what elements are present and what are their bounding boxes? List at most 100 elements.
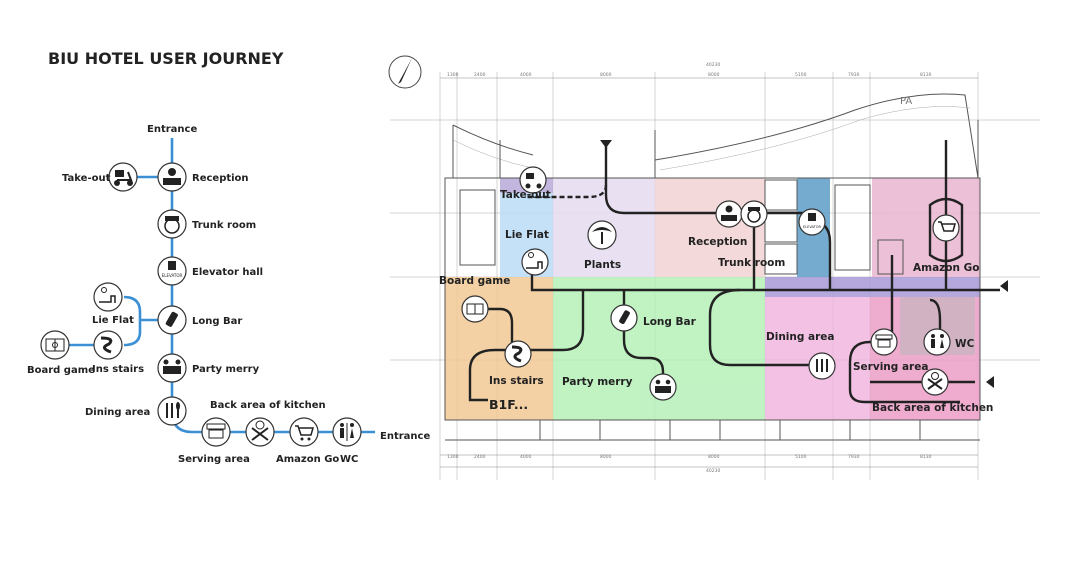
cutlery-icon [816,359,828,372]
dim-label: 7930 [848,72,860,78]
journey-node-trunk-room: Trunk room [157,209,256,239]
shopping-cart-icon [938,221,956,232]
north-arrow-icon [388,55,422,89]
dimension-labels: 1300 2400 4000 8000 8000 5100 7930 8130 … [447,62,932,474]
dim-label: 2400 [474,454,486,460]
dim-label: 8130 [920,454,932,460]
floor-plan: 1300 2400 4000 8000 8000 5100 7930 8130 … [388,55,1040,480]
plan-label-long-bar: Long Bar [643,316,697,328]
plan-icon-take-out [519,166,547,194]
dim-label: 2400 [474,72,486,78]
journey-node-serving-area: Serving area [178,417,250,465]
journey-label-trunk-room: Trunk room [192,220,256,231]
plan-icon-amazon-go [932,214,960,242]
plan-label-serving-area: Serving area [853,361,928,373]
people-at-table-icon [163,359,181,374]
journey-node-elevator-hall: ELEVATOR Elevator hall [157,256,263,286]
plan-label-wc: WC [955,338,975,350]
plan-icon-kitchen [921,368,949,396]
shop-stall-icon [206,423,226,439]
plan-label-reception: Reception [688,236,747,248]
plan-icon-board-game [461,295,489,323]
spiral-stairs-icon [511,345,523,363]
elevator-icon-text: ELEVATOR [803,225,822,229]
porter-icon [164,216,180,234]
journey-label-back-kitchen: Back area of kitchen [210,400,326,411]
lounging-person-icon [99,287,116,303]
cocktail-shaker-icon [165,311,178,327]
plan-label-lie-flat: Lie Flat [505,229,549,241]
plan-icon-trunk-room [740,200,768,228]
journey-node-long-bar: Long Bar [157,305,242,335]
route-entrance-to-elevator [604,140,812,215]
journey-node-wc: WC [332,417,362,465]
dim-label: 8000 [600,72,612,78]
plan-icon-party-merry [649,373,677,401]
scooter-icon [525,173,542,189]
spiral-stairs-icon [100,336,113,354]
entrance-arrow-east-icon [1000,280,1008,292]
elevator-icon: ELEVATOR [162,261,183,278]
restroom-icon [931,334,944,348]
journey-node-board-game: Board game [27,330,95,376]
zone-board-game [445,277,553,420]
journey-node-dining-area: Dining area [85,396,187,426]
plan-label-dining-area: Dining area [766,331,835,343]
plan-label-party-merry: Party merry [562,376,633,388]
route-take-out [525,184,608,199]
pa-label: PA [900,96,912,107]
journey-node-amazon-go: Amazon Go [276,417,339,465]
journey-label-amazon-go: Amazon Go [276,454,339,465]
journey-label-wc: WC [340,454,358,465]
journey-node-take-out: Take-out [62,162,138,192]
plan-icon-elevator: ELEVATOR [798,208,826,236]
dim-label: 4000 [520,72,532,78]
page-title: BIU HOTEL USER JOURNEY [48,49,284,68]
zone-reception [655,178,765,277]
plan-icon-lie-flat [521,248,549,276]
journey-map: Entrance Take-out Reception Trunk room E… [27,124,430,465]
plan-icon-long-bar [610,304,638,332]
dim-label: 5100 [795,454,807,460]
plan-label-b1f: B1F... [489,397,528,412]
plan-icon-dining [808,352,836,380]
plan-label-board-game: Board game [439,275,510,287]
people-at-table-icon [655,379,671,393]
shopping-cart-icon [295,425,314,441]
route-bar-party [622,290,665,387]
receptionist-icon [163,168,181,185]
chef-hat-crossed-utensils-icon [927,372,943,390]
cutlery-icon [166,402,180,418]
journey-node-back-kitchen [245,417,275,447]
journey-label-serving-area: Serving area [178,454,250,465]
journey-label-elevator-hall: Elevator hall [192,267,263,278]
game-board-icon [45,338,65,352]
porter-icon [747,207,761,223]
plan-label-back-kitchen: Back area of kitchen [872,402,993,414]
plan-label-amazon-go: Amazon Go [913,262,979,274]
plan-icon-reception [715,200,743,228]
journey-node-lie-flat: Lie Flat [92,282,134,326]
route-amazon-loop [928,197,964,263]
journey-label-lie-flat: Lie Flat [92,315,134,326]
journey-label-reception: Reception [192,173,249,184]
scooter-icon [114,170,133,186]
zone-corridor [765,277,980,297]
elevator-icon-text: ELEVATOR [162,273,183,278]
receptionist-icon [721,205,737,221]
journey-entrance-end: Entrance [380,431,430,442]
dim-label: 8130 [920,72,932,78]
total-dim-label: 40230 [706,62,720,68]
dim-label: 1300 [447,72,459,78]
plan-label-plants: Plants [584,259,621,271]
total-dim-label: 40230 [706,468,720,474]
journey-entrance-top: Entrance [147,124,197,135]
plan-label-trunk-room: Trunk room [718,257,785,269]
plan-labels: Take-out Lie Flat Plants Reception Trunk… [439,189,993,414]
journey-label-party-merry: Party merry [192,364,260,375]
plan-icon-plants [587,220,617,250]
journey-label-take-out: Take-out [62,173,111,184]
journey-label-long-bar: Long Bar [192,316,242,327]
